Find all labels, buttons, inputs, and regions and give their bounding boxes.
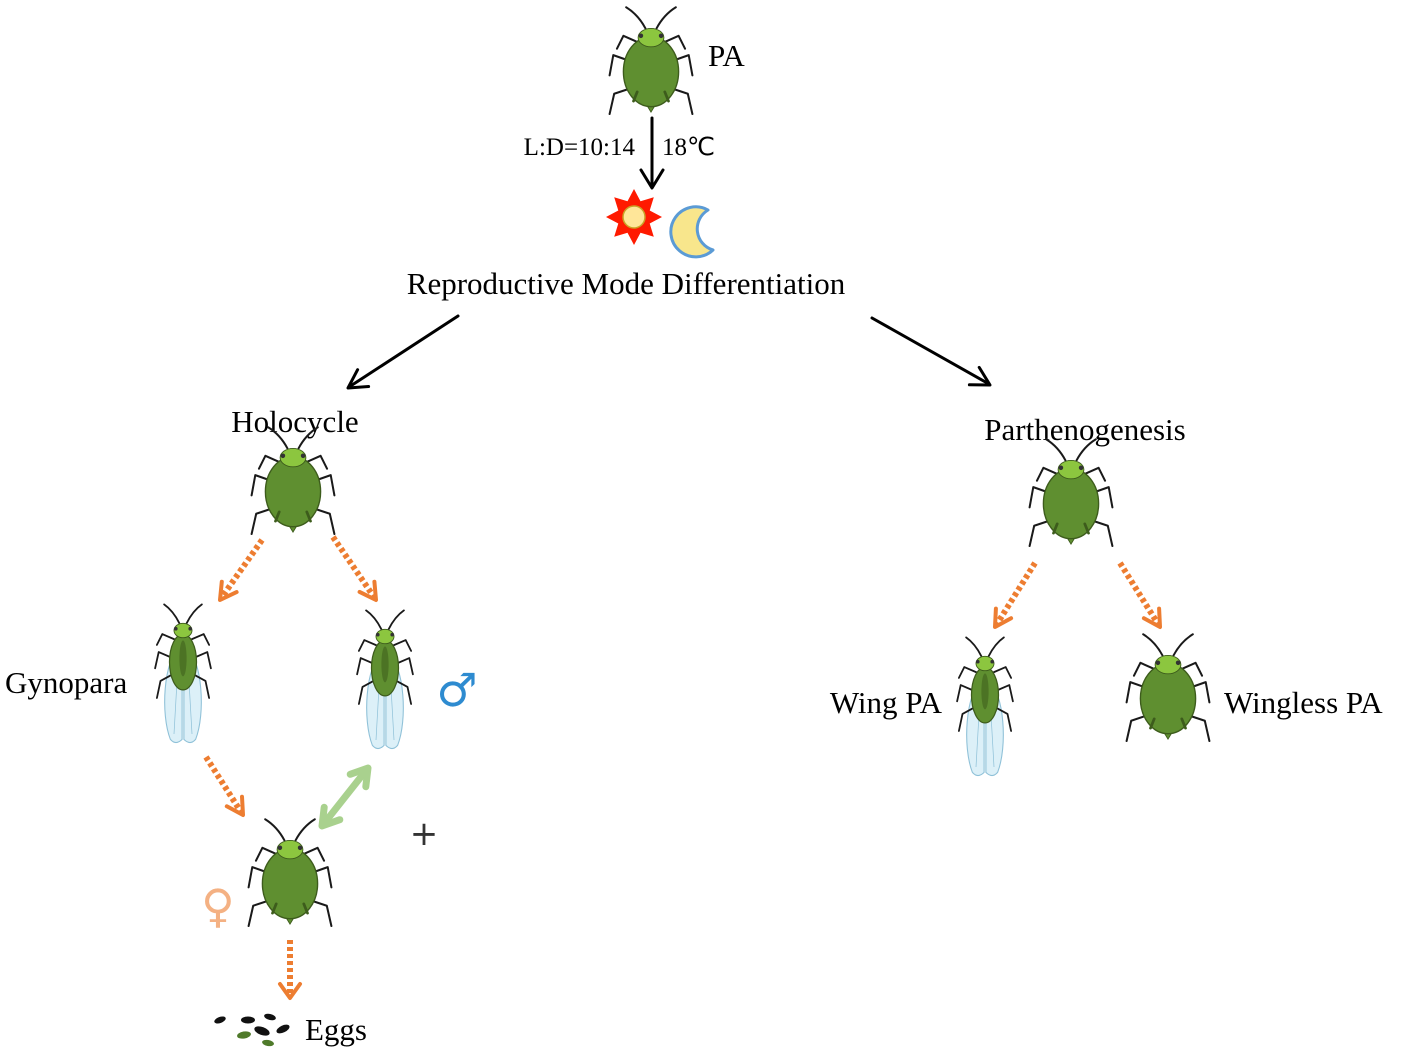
egg — [276, 1024, 290, 1034]
arrow-to-male-head — [357, 579, 378, 602]
condition-arrow — [639, 116, 665, 190]
arrow-to-holocycle-shaft — [347, 314, 460, 389]
sun-core — [622, 205, 646, 229]
aphid-female — [247, 817, 333, 928]
aphid-wing-pa — [956, 636, 1014, 777]
label-gynopara: Gynopara — [5, 665, 127, 700]
aphid-gynopara — [154, 603, 212, 744]
arrow-to-holocycle-head — [346, 368, 371, 390]
arrow-to-wing-pa — [993, 561, 1038, 629]
arrow-to-holocycle — [346, 314, 460, 390]
arrow-to-parthenogenesis — [870, 316, 992, 387]
female-symbol: ♀ — [201, 879, 235, 933]
arrow-to-gynopara-head — [218, 579, 239, 602]
label-eggs: Eggs — [305, 1012, 367, 1047]
egg — [254, 1026, 270, 1036]
arrow-to-gynopara — [218, 538, 265, 602]
aphid-male — [356, 609, 414, 750]
arrow-gynopara-to-female — [203, 755, 245, 817]
mating-arrow-head-bottom — [318, 803, 344, 830]
condition-arrow-head — [639, 168, 665, 190]
arrow-to-wingless-pa-shaft — [1117, 561, 1161, 626]
aphid-top-pa — [608, 5, 694, 116]
arrow-to-parthenogenesis-shaft — [870, 316, 991, 386]
arrow-gynopara-to-female-shaft — [203, 755, 244, 814]
male-symbol: ♂ — [436, 663, 477, 717]
arrow-to-wingless-pa — [1117, 561, 1162, 629]
plus-sign: + — [410, 814, 439, 854]
arrow-to-wingless-pa-head — [1141, 606, 1162, 629]
mating-arrow-shaft — [322, 769, 368, 825]
sun-icon — [606, 189, 662, 245]
arrow-to-parthenogenesis-head — [967, 365, 992, 387]
label-wingless-pa: Wingless PA — [1224, 685, 1383, 720]
label-photoperiod: L:D=10:14 — [524, 134, 636, 161]
mating-double-arrow — [318, 764, 372, 830]
aphid-wingless-pa — [1125, 632, 1211, 743]
label-temperature: 18℃ — [662, 134, 715, 161]
egg — [241, 1016, 255, 1024]
egg — [237, 1031, 251, 1039]
arrow-to-male — [330, 535, 378, 602]
egg — [264, 1013, 276, 1021]
mating-arrow-head-top — [346, 764, 372, 791]
arrow-gynopara-to-female-head — [224, 794, 245, 817]
label-wing-pa: Wing PA — [830, 685, 943, 720]
aphid-holocycle — [250, 425, 336, 536]
arrow-to-male-shaft — [330, 535, 377, 599]
eggs-icon — [214, 1013, 290, 1047]
moon-icon — [669, 205, 715, 259]
label-holocycle: Holocycle — [231, 404, 358, 439]
arrow-to-wing-pa-head — [993, 606, 1014, 629]
arrow-female-to-eggs-head — [278, 982, 302, 1000]
egg — [214, 1016, 226, 1024]
aphid-parthenogenesis — [1028, 437, 1114, 548]
arrow-to-gynopara-shaft — [219, 538, 265, 599]
label-parthenogenesis: Parthenogenesis — [984, 412, 1185, 447]
arrow-female-to-eggs — [278, 940, 302, 1000]
label-top-pa: PA — [708, 38, 745, 73]
arrow-to-wing-pa-shaft — [994, 561, 1038, 626]
label-differentiation: Reproductive Mode Differentiation — [407, 266, 846, 301]
egg — [262, 1039, 274, 1047]
